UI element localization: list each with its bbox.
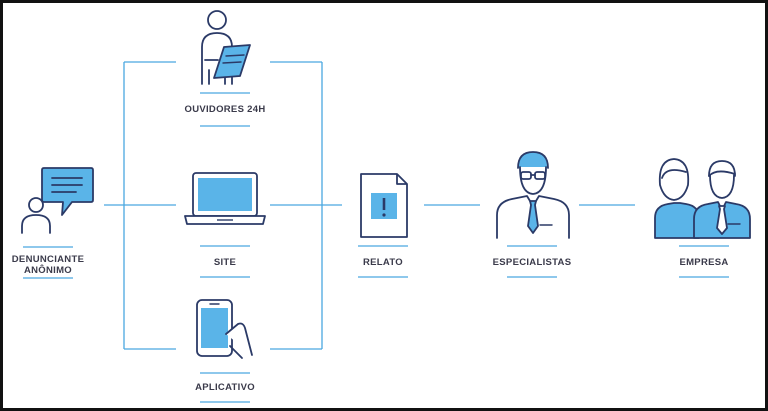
chat-person-icon bbox=[21, 167, 94, 234]
label-relato: RELATO bbox=[363, 257, 403, 268]
person-clipboard-icon bbox=[201, 10, 251, 85]
smartphone-hand-icon bbox=[196, 299, 253, 359]
specialist-person-icon bbox=[496, 151, 570, 239]
label-denunciante: DENUNCIANTE ANÔNIMO bbox=[8, 254, 88, 276]
label-especialistas: ESPECIALISTAS bbox=[492, 257, 572, 268]
two-people-icon bbox=[654, 158, 751, 239]
label-site: SITE bbox=[213, 257, 237, 268]
label-empresa: EMPRESA bbox=[679, 257, 729, 268]
label-ouvidores: OUVIDORES 24H bbox=[184, 104, 266, 115]
label-denunciante-line1: DENUNCIANTE bbox=[11, 254, 85, 265]
connector-lines bbox=[23, 61, 729, 403]
label-aplicativo: APLICATIVO bbox=[195, 382, 255, 393]
laptop-icon bbox=[184, 172, 266, 225]
document-alert-icon bbox=[360, 173, 408, 238]
label-denunciante-line2: ANÔNIMO bbox=[23, 265, 72, 276]
